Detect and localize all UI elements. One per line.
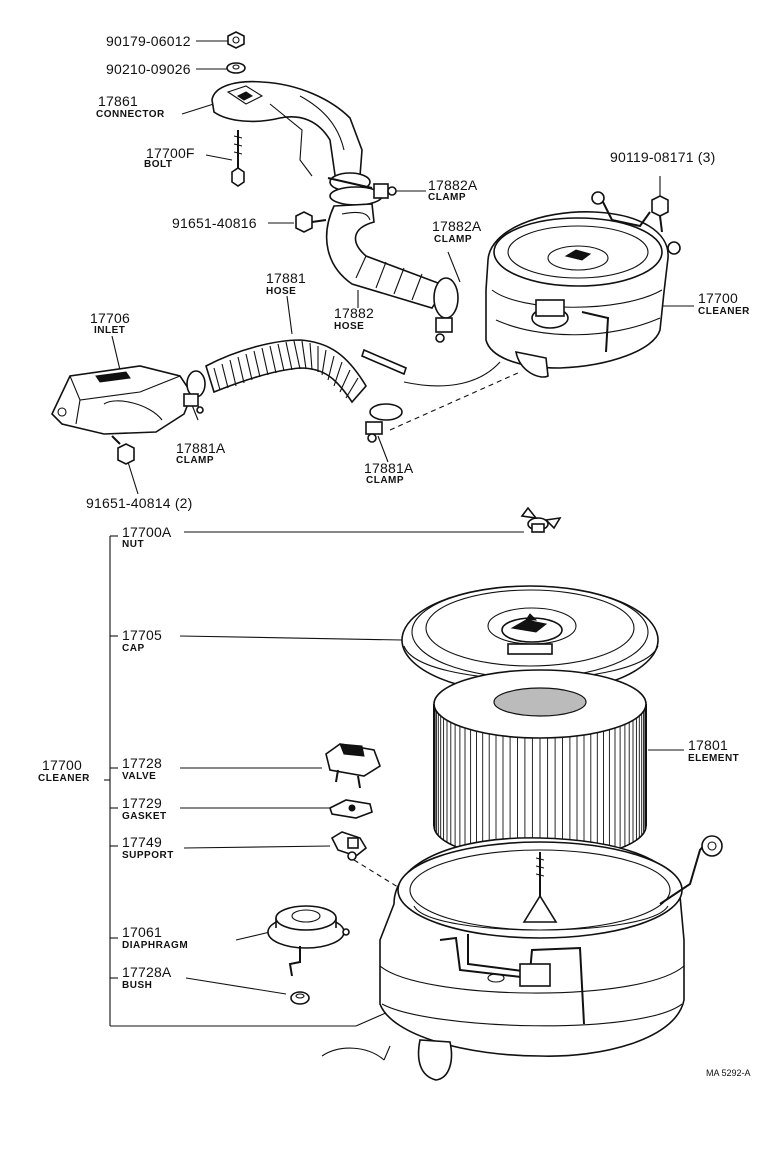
label-part-17729: 17729 xyxy=(122,795,162,811)
label-part-17728: 17728 xyxy=(122,755,162,771)
element-17801 xyxy=(433,669,647,861)
clamp-17881A-inlet xyxy=(183,370,206,414)
label-part-17861: 17861 xyxy=(98,93,138,109)
label-part-17700-top: 17700 xyxy=(698,290,738,306)
label-name-support: SUPPORT xyxy=(122,850,174,861)
bolt-91651-40816 xyxy=(295,211,327,233)
bolt-17700F xyxy=(231,130,245,187)
gasket-17729 xyxy=(329,799,373,819)
label-part-17882: 17882 xyxy=(334,305,374,321)
hose-17882 xyxy=(325,203,448,309)
cleaner-17700-assembled xyxy=(361,191,681,387)
clamp-17882A-upper xyxy=(329,183,397,206)
label-name-bush: BUSH xyxy=(122,980,153,991)
bolt-91651-40814 xyxy=(111,435,135,465)
label-part-17882A-upper: 17882A xyxy=(428,177,478,193)
bolt-90119-08171 xyxy=(651,195,669,233)
diagram-code: MA 5292-A xyxy=(706,1068,751,1078)
label-part-17749: 17749 xyxy=(122,834,162,850)
label-name-hose-17881: HOSE xyxy=(266,286,297,297)
label-part-17700-group: 17700 xyxy=(42,757,82,773)
label-part-17881: 17881 xyxy=(266,270,306,286)
label-name-clamp-inlet: CLAMP xyxy=(176,455,215,466)
cap-17705 xyxy=(401,585,659,695)
label-name-cleaner-top: CLEANER xyxy=(698,306,750,317)
label-name-inlet: INLET xyxy=(94,325,126,336)
inlet-17706 xyxy=(51,365,193,435)
label-name-cap: CAP xyxy=(122,643,145,654)
label-name-valve: VALVE xyxy=(122,771,157,782)
label-part-90179-06012: 90179-06012 xyxy=(106,33,191,49)
label-part-17728A: 17728A xyxy=(122,964,172,980)
leader-lines-lower xyxy=(179,531,684,995)
label-part-17882A-lower: 17882A xyxy=(432,218,482,234)
label-name-nut: NUT xyxy=(122,539,145,550)
label-name-clamp-hose: CLAMP xyxy=(366,475,405,486)
label-name-clamp-upper: CLAMP xyxy=(428,192,467,203)
label-name-bolt: BOLT xyxy=(144,159,173,170)
label-name-connector: CONNECTOR xyxy=(96,109,165,120)
label-part-91651-40816: 91651-40816 xyxy=(172,215,257,231)
connector-17861 xyxy=(211,80,373,192)
clamp-17881A-hose xyxy=(365,403,403,443)
label-name-hose-17882: HOSE xyxy=(334,321,365,332)
clamp-17882A-lower xyxy=(433,277,459,343)
nut-90179-06012 xyxy=(227,31,245,49)
label-part-17705: 17705 xyxy=(122,627,162,643)
label-part-17881A-inlet: 17881A xyxy=(176,440,226,456)
bush-17728A xyxy=(290,991,310,1005)
group-bracket xyxy=(104,535,389,1027)
diaphragm-17061 xyxy=(267,905,350,977)
label-part-17700F: 17700F xyxy=(146,145,195,161)
label-name-diaphragm: DIAPHRAGM xyxy=(122,940,189,951)
label-part-17881A-hose: 17881A xyxy=(364,460,414,476)
label-part-17061: 17061 xyxy=(122,924,162,940)
label-name-clamp-lower: CLAMP xyxy=(434,234,473,245)
label-part-17700A: 17700A xyxy=(122,524,172,540)
label-part-17801: 17801 xyxy=(688,737,728,753)
label-part-90119-08171: 90119-08171 (3) xyxy=(610,149,716,165)
wing-nut-17700A xyxy=(520,506,562,533)
washer-90210-09026 xyxy=(226,62,246,74)
hose-17881 xyxy=(205,339,367,404)
label-name-element: ELEMENT xyxy=(688,753,740,764)
label-part-90210-09026: 90210-09026 xyxy=(106,61,191,77)
label-name-gasket: GASKET xyxy=(122,811,167,822)
valve-17728 xyxy=(325,743,381,789)
cleaner-body-17700 xyxy=(321,835,723,1081)
support-17749 xyxy=(330,831,368,861)
label-part-17706: 17706 xyxy=(90,310,130,326)
label-part-91651-40814: 91651-40814 (2) xyxy=(86,495,193,511)
label-name-cleaner-group: CLEANER xyxy=(38,773,90,784)
